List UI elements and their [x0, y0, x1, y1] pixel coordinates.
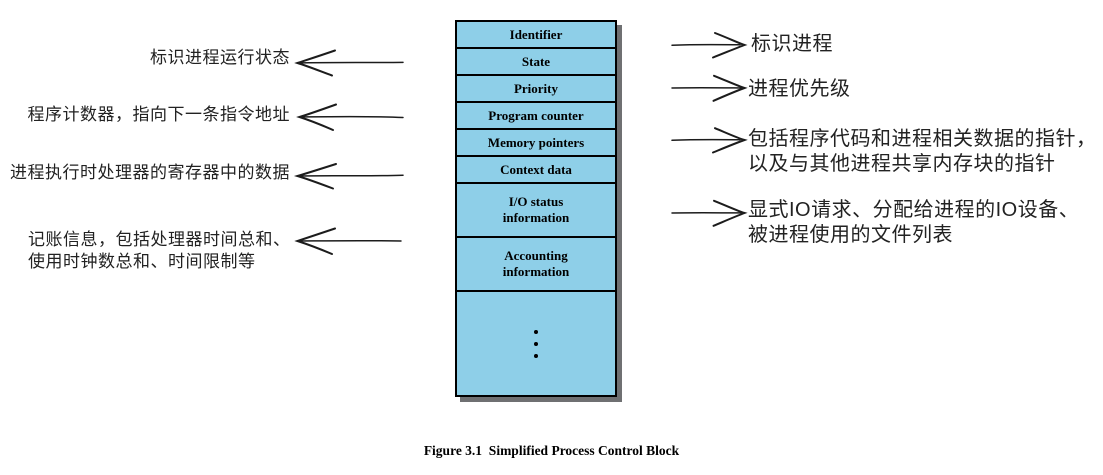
vertical-ellipsis-icon — [534, 341, 538, 346]
left-arrow-icon — [294, 227, 402, 255]
right-arrow-icon — [671, 32, 748, 59]
pcb-row-accounting: Accounting information — [457, 238, 615, 292]
vertical-ellipsis-icon — [534, 329, 538, 334]
right-note-memory-pointers: 包括程序代码和进程相关数据的指针， 以及与其他进程共享内存块的指针 — [748, 128, 1097, 175]
right-arrow-icon — [671, 74, 748, 102]
pcb-row-label: Context data — [500, 161, 572, 177]
pcb-ellipsis-box — [457, 292, 615, 395]
figure-caption: Figure 3.1 Simplified Process Control Bl… — [423, 443, 680, 458]
pcb-row-label: Accounting — [504, 248, 568, 263]
left-note-state: 标识进程运行状态 — [150, 48, 290, 67]
vertical-ellipsis-icon — [534, 353, 538, 358]
left-note-program-counter: 程序计数器，指向下一条指令地址 — [27, 105, 290, 124]
right-note-priority: 进程优先级 — [748, 78, 851, 100]
left-arrow-icon — [296, 103, 404, 131]
pcb-row-program-counter: Program counter — [457, 103, 615, 130]
left-arrow-icon — [293, 163, 404, 190]
pcb-block: Identifier State Priority Program counte… — [455, 20, 617, 397]
pcb-row-label: information — [502, 264, 570, 279]
right-arrow-icon — [671, 199, 748, 227]
pcb-row-state: State — [457, 49, 615, 76]
right-note-identifier: 标识进程 — [751, 33, 833, 55]
pcb-row-context-data: Context data — [457, 157, 615, 184]
pcb-row-label: I/O status — [508, 194, 564, 209]
left-note-context-data: 进程执行时处理器的寄存器中的数据 — [10, 163, 290, 182]
pcb-row-label: Memory pointers — [487, 134, 585, 150]
pcb-row-priority: Priority — [457, 76, 615, 103]
pcb-row-identifier: Identifier — [457, 22, 615, 49]
left-note-accounting: 记账信息，包括处理器时间总和、 使用时钟数总和、时间限制等 — [28, 230, 291, 271]
pcb-row-label: State — [521, 53, 551, 69]
right-note-io-status: 显式IO请求、分配给进程的IO设备、 被进程使用的文件列表 — [748, 199, 1080, 246]
pcb-row-label: Program counter — [488, 107, 584, 123]
left-arrow-icon — [294, 49, 404, 77]
pcb-row-label: Identifier — [509, 26, 563, 42]
pcb-row-io-status: I/O status information — [457, 184, 615, 238]
pcb-row-memory-pointers: Memory pointers — [457, 130, 615, 157]
right-arrow-icon — [671, 127, 748, 154]
pcb-row-label: information — [502, 210, 570, 225]
pcb-row-label: Priority — [513, 80, 559, 96]
